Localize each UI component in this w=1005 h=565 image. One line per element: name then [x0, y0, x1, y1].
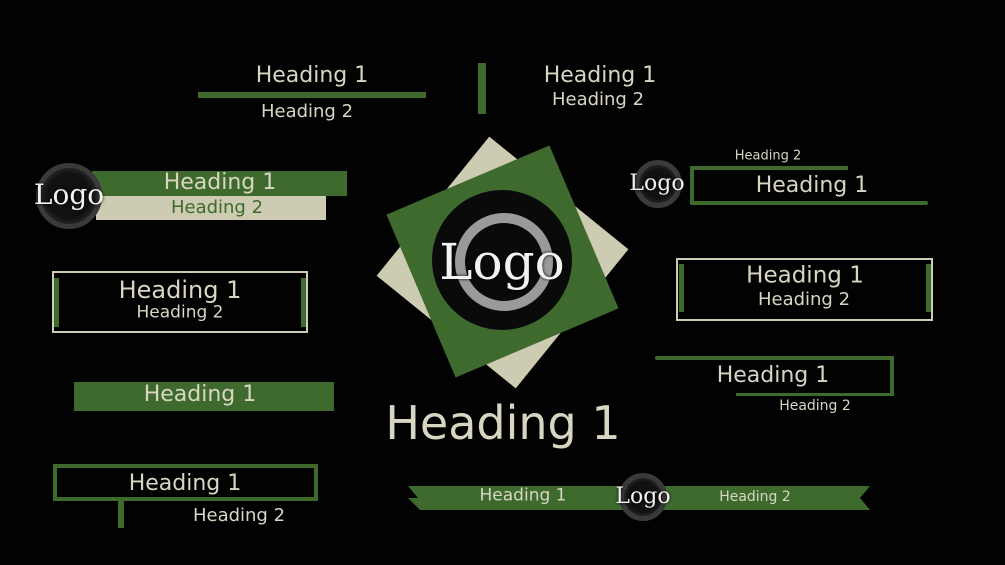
green-side-bar	[54, 278, 59, 327]
heading-2: Heading 2	[170, 197, 264, 218]
logo-icon: Logo	[629, 171, 685, 196]
heading-1: Heading 1	[128, 471, 242, 496]
green-underline	[198, 92, 426, 98]
beige-bar	[96, 196, 326, 220]
green-bar	[74, 382, 334, 411]
heading-2: Heading 2	[136, 302, 224, 323]
green-bottom-line	[690, 201, 928, 205]
green-bottom-line	[736, 393, 894, 396]
logo-circle	[619, 473, 667, 521]
heading-2: Heading 2	[779, 398, 851, 414]
heading-1: Heading 1	[143, 382, 257, 407]
heading-1: Heading 1	[479, 485, 567, 506]
beige-frame	[52, 271, 308, 333]
logo-ring	[455, 213, 553, 311]
green-side-bar	[679, 264, 684, 312]
green-side-line	[890, 356, 894, 396]
logo-circle	[36, 163, 102, 229]
heading-1: Heading 1	[716, 363, 830, 388]
heading-1: Heading 1	[746, 262, 864, 289]
heading-2: Heading 2	[551, 89, 645, 110]
green-side-bar	[301, 278, 306, 327]
logo-circle	[634, 160, 682, 208]
heading-1: Heading 1	[755, 173, 869, 198]
heading-1: Heading 1	[118, 276, 242, 304]
heading-2: Heading 2	[192, 505, 286, 526]
green-side-line	[690, 166, 694, 204]
green-side-bar	[926, 264, 931, 312]
green-top-line	[655, 356, 894, 360]
heading-2: Heading 2	[260, 101, 354, 122]
heading-1: Heading 1	[543, 63, 657, 88]
green-stub	[118, 500, 124, 528]
logo-icon: Logo	[439, 233, 565, 291]
heading-1: Heading 1	[255, 63, 369, 88]
heading-2: Heading 2	[757, 289, 851, 310]
green-top-line	[690, 166, 848, 170]
logo-icon: Logo	[33, 178, 105, 211]
heading-1: Heading 1	[163, 170, 277, 195]
beige-frame	[676, 258, 933, 321]
heading-2: Heading 2	[719, 489, 791, 505]
green-vertical-bar	[478, 63, 486, 114]
heading-2: Heading 2	[734, 148, 802, 164]
green-bar	[92, 171, 347, 196]
logo-icon: Logo	[615, 484, 671, 509]
heading-1: Heading 1	[385, 396, 621, 450]
green-frame	[53, 464, 318, 501]
